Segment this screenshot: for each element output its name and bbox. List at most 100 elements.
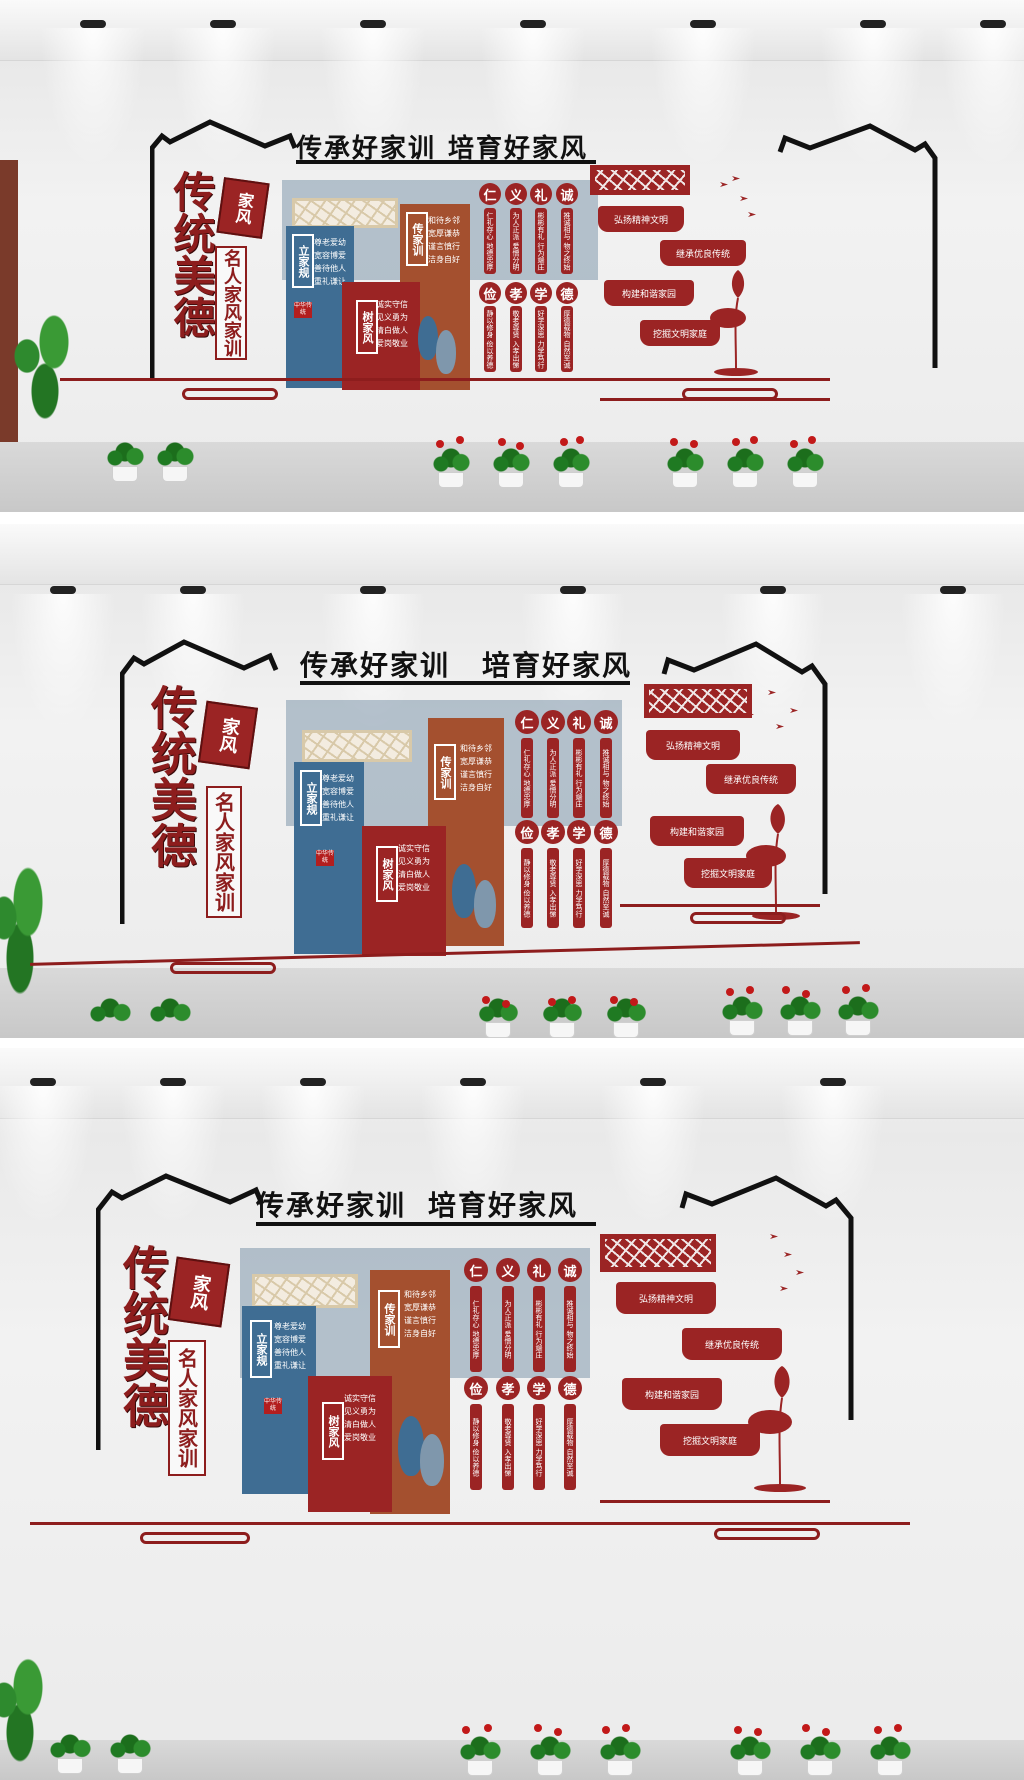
block-line: 重礼谦让 [322,813,354,822]
potted-flower [712,980,772,1036]
block-line: 和待乡邻 [404,1290,436,1299]
block-line: 清白做人 [398,870,430,879]
virtue-text: 厚德载物 自然至诚 [561,306,573,372]
roof-outline [96,1173,854,1450]
book-banner: 挖掘文明家庭 [660,1424,760,1456]
virtue-text: 为人正派 爱憎分明 [510,208,522,274]
ceiling-light [420,1078,526,1226]
virtue-text: 彬彬有礼 行为端庄 [573,738,585,818]
tree-icon [452,864,476,918]
floor [0,1740,1024,1780]
virtue-text: 推诚相与 物之终始 [561,208,573,274]
virtue-char-xiao: 孝 [496,1376,520,1400]
bird-icon [740,196,748,201]
bird-icon [748,212,756,217]
red-rail [600,1500,830,1503]
ceiling-light [820,20,926,168]
ceiling-light [650,20,756,168]
block-line: 爱岗敬业 [376,339,408,348]
potted-flower [780,432,830,488]
block-heading: 立家规 [300,770,322,826]
block-heading: 立家规 [292,234,314,288]
virtue-text: 仁礼存心 地德忠厚 [470,1286,482,1372]
ceiling-light [780,1078,886,1226]
virtue-char-de: 德 [594,820,618,844]
block-heading: 传家训 [434,744,456,800]
virtue-char-yi: 义 [496,1258,520,1282]
potted-flower [520,1720,580,1776]
cloud-scroll [714,1528,820,1540]
ceiling-light [170,20,276,168]
block-line: 尊老爱幼 [314,238,346,247]
block-line: 宽容博爱 [274,1335,306,1344]
book-banner: 弘扬精神文明 [598,206,684,232]
virtue-char-xue: 学 [530,282,552,304]
china-tradition-stamp: 中华传统 [294,302,313,318]
block-line: 诚实守信 [398,844,430,853]
bird-icon [796,1270,804,1275]
block-line: 谨言慎行 [428,242,460,251]
main-title-left: 传承好家训 [300,649,451,682]
virtue-text: 厚德载物 自然至诚 [600,848,612,928]
ceiling-light [320,20,426,168]
china-tradition-stamp: 中华传统 [316,850,335,866]
block-line: 爱岗敬业 [398,883,430,892]
bird-icon [732,176,740,181]
virtue-char-jian: 俭 [464,1376,488,1400]
block-line: 尊老爱幼 [322,774,354,783]
tree-icon [474,880,496,928]
virtue-char-jian: 俭 [479,282,501,304]
main-title-right: 培育好家风 [448,134,589,164]
virtue-char-xiao: 孝 [505,282,527,304]
mockup-panel-2: 传承好家训 培育好家风 传统美德 家风 名人家风家训 立家规 尊老爱幼 宽容博爱… [0,524,1024,1038]
block-line: 清白做人 [376,326,408,335]
virtue-text: 敬老尊贤 入孝出悌 [510,306,522,372]
cloud-scroll [690,912,786,924]
virtue-text: 为人正派 爱憎分明 [547,738,559,818]
virtue-char-cheng: 诚 [594,710,618,734]
book-banner: 弘扬精神文明 [646,730,740,760]
block-heading: 立家规 [250,1320,272,1378]
red-lattice-panel [600,1234,716,1272]
virtue-text: 静以修身 俭以养德 [470,1404,482,1490]
potted-flower [720,432,770,488]
block-line: 宽厚谦恭 [428,229,460,238]
ceiling-light [940,20,1024,168]
bird-icon [770,1234,778,1239]
book-banner: 继承优良传统 [660,240,746,266]
block-line: 善待他人 [322,800,354,809]
virtue-char-de: 德 [558,1376,582,1400]
china-tradition-stamp: 中华传统 [264,1398,283,1414]
big-vertical-heading: 传统美德 [167,170,216,338]
book-banner: 构建和谐家园 [622,1378,722,1410]
block-line: 诚实守信 [344,1394,376,1403]
main-title-left: 传承好家训 [256,1189,407,1222]
block-line: 见义勇为 [398,857,430,866]
potted-plant [100,1718,160,1774]
virtue-text: 好学深思 力学笃行 [573,848,585,928]
virtue-char-cheng: 诚 [558,1258,582,1282]
virtue-text: 彬彬有礼 行为端庄 [535,208,547,274]
ceiling-light [900,586,1006,734]
red-rail [620,904,820,907]
ceiling [0,524,1024,585]
virtue-text: 敬老尊贤 入孝出悌 [502,1404,514,1490]
book-banner: 继承优良传统 [682,1328,782,1360]
mockup-panel-1: 传承好家训 培育好家风 传统美德 家风 名人家风家训 立家规 尊老爱幼 宽容博爱… [0,0,1024,512]
block-line: 谨言慎行 [404,1316,436,1325]
block-line: 洁身自好 [460,783,492,792]
block-line: 宽容博爱 [322,787,354,796]
block-line: 洁身自好 [404,1329,436,1338]
virtue-char-ren: 仁 [515,710,539,734]
bird-icon [746,712,754,717]
lotus-icon [746,804,800,920]
potted-plant [80,994,140,1038]
main-title-right: 培育好家风 [428,1189,579,1222]
lotus-icon [710,270,758,376]
tree-icon [436,330,456,374]
book-banner: 弘扬精神文明 [616,1282,716,1314]
tree-icon [418,316,438,360]
cloud-scroll [682,388,778,400]
red-lattice-panel [644,684,752,718]
book-banner: 构建和谐家园 [604,280,694,306]
